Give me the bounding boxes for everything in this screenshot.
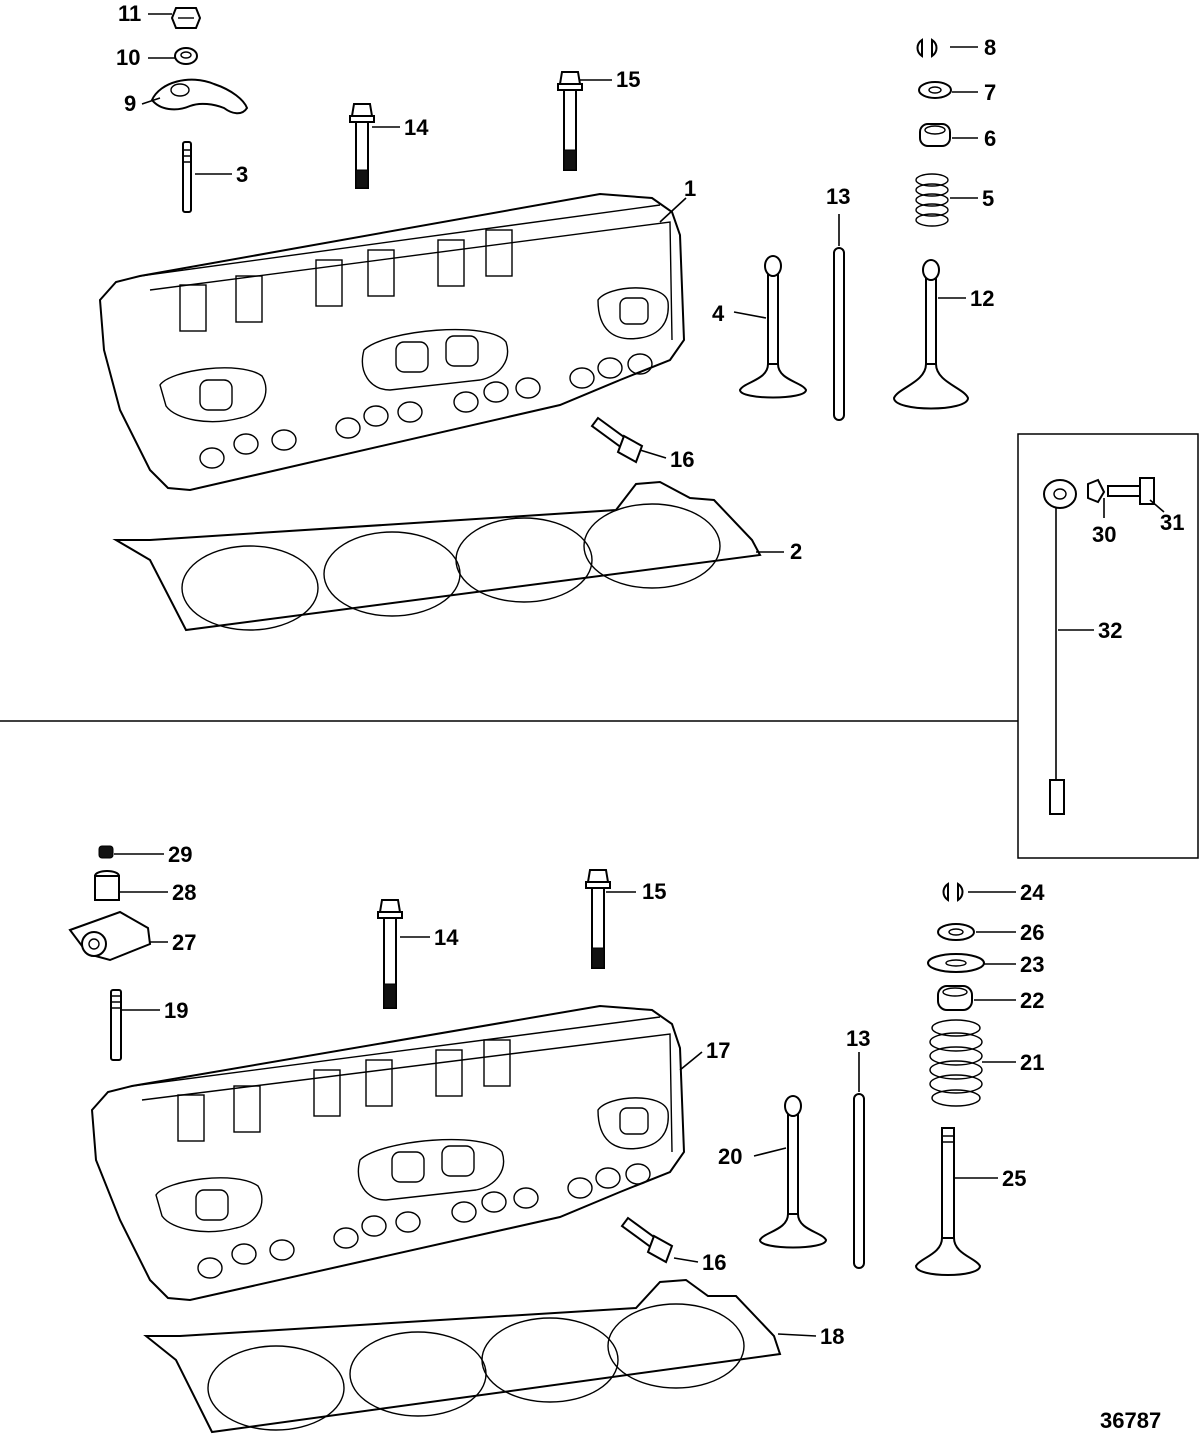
- valve-springs-top: [179, 229, 513, 332]
- callout-21: 21: [1020, 1050, 1044, 1075]
- callout-15-lower: 15: [642, 879, 666, 904]
- callout-14-lower: 14: [434, 925, 459, 950]
- part-22-seal: [937, 985, 973, 1011]
- part-14-bolt-lower: [377, 899, 403, 1009]
- part-7-cap: [918, 81, 952, 99]
- callout-16-lower: 16: [702, 1250, 726, 1275]
- part-19-stud: [110, 989, 122, 1061]
- part-12-valve: [892, 259, 970, 410]
- callout-9: 9: [124, 91, 136, 116]
- callout-22: 22: [1020, 988, 1044, 1013]
- part-27-rocker-arm: [68, 910, 152, 962]
- part-26-cap: [937, 923, 975, 941]
- part-8-valve-keys: [916, 38, 938, 58]
- part-10-nut: [174, 47, 198, 65]
- part-16-bolt-lower: [620, 1216, 674, 1264]
- part-1-cylinder-head: [98, 192, 686, 492]
- part-11-nut: [170, 7, 202, 29]
- part-29-nut: [98, 845, 114, 859]
- callout-28: 28: [172, 880, 196, 905]
- callout-17: 17: [706, 1038, 730, 1063]
- callout-24: 24: [1020, 880, 1045, 905]
- part-17-cylinder-head: [90, 1004, 686, 1302]
- part-6-seal: [919, 123, 951, 147]
- callout-25: 25: [1002, 1166, 1026, 1191]
- part-21-valve-spring: [929, 1019, 983, 1107]
- part-13-pushrod: [833, 247, 845, 421]
- callout-29: 29: [168, 842, 192, 867]
- part-20-valve: [758, 1095, 828, 1249]
- callout-5: 5: [982, 186, 994, 211]
- valve-springs-bottom: [177, 1039, 511, 1142]
- callout-3: 3: [236, 162, 248, 187]
- part-30-nut: [1087, 478, 1106, 504]
- part-2-head-gasket: [112, 480, 762, 632]
- bolt-bosses-bottom: [197, 1163, 651, 1279]
- callout-4: 4: [712, 301, 725, 326]
- callout-18: 18: [820, 1324, 844, 1349]
- part-4-valve: [738, 255, 808, 399]
- part-13-pushrod-lower: [853, 1093, 865, 1269]
- knock-sensor-inset-box: [1017, 433, 1199, 859]
- part-15-bolt-lower: [585, 869, 611, 969]
- part-5-valve-spring: [915, 173, 949, 227]
- callout-6: 6: [984, 126, 996, 151]
- callout-32: 32: [1098, 618, 1122, 643]
- part-16-bolt: [590, 416, 644, 464]
- callout-8: 8: [984, 35, 996, 60]
- callout-23: 23: [1020, 952, 1044, 977]
- part-9-rocker-arm: [150, 78, 249, 115]
- callout-27: 27: [172, 930, 196, 955]
- callout-31: 31: [1160, 510, 1184, 535]
- callout-labels: 11 10 9 3 14 15 8 7 6 5 1 13 4 12 16 2 3…: [116, 1, 1184, 1349]
- part-14-bolt: [349, 103, 375, 189]
- callout-12: 12: [970, 286, 994, 311]
- callout-26: 26: [1020, 920, 1044, 945]
- callout-13-lower: 13: [846, 1026, 870, 1051]
- leader-lines: [114, 13, 1165, 1337]
- callout-14: 14: [404, 115, 429, 140]
- exhaust-ports-bottom: [155, 1097, 669, 1233]
- callout-1: 1: [684, 176, 696, 201]
- part-28-pivot-ball: [94, 870, 120, 901]
- callout-15: 15: [616, 67, 640, 92]
- figure-number: 36787: [1100, 1408, 1161, 1433]
- part-24-valve-keys: [942, 882, 964, 902]
- callout-16: 16: [670, 447, 694, 472]
- bolt-bosses-top: [199, 353, 653, 469]
- part-23-shield: [927, 953, 985, 973]
- callout-7: 7: [984, 80, 996, 105]
- callout-2: 2: [790, 539, 802, 564]
- part-3-stud: [182, 141, 192, 213]
- part-15-bolt: [557, 71, 583, 171]
- part-32-knock-sensor-lead: [1043, 479, 1077, 815]
- callout-13: 13: [826, 184, 850, 209]
- callout-19: 19: [164, 998, 188, 1023]
- part-25-valve: [914, 1127, 982, 1276]
- callout-30: 30: [1092, 522, 1116, 547]
- callout-11: 11: [118, 1, 141, 26]
- callout-10: 10: [116, 45, 140, 70]
- exhaust-ports-top: [159, 287, 669, 423]
- callout-20: 20: [718, 1144, 742, 1169]
- part-18-head-gasket: [143, 1278, 782, 1434]
- part-31-bolt: [1107, 477, 1155, 505]
